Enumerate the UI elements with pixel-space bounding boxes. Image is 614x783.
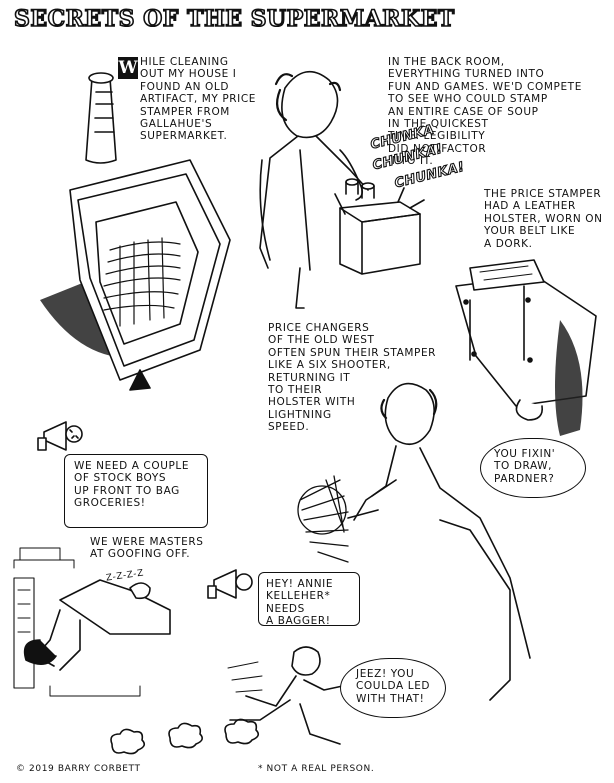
pardner-speech-text: YOU FIXIN' TO DRAW, PARDNER? bbox=[494, 448, 556, 485]
back-room-caption: IN THE BACK ROOM, EVERYTHING TURNED INTO… bbox=[388, 56, 582, 168]
goofing-off-caption: WE WERE MASTERS AT GOOFING OFF. bbox=[90, 536, 204, 561]
footnote: * NOT A REAL PERSON. bbox=[258, 764, 375, 774]
intercom-announcement-box bbox=[64, 454, 208, 528]
intercom-speaker-icon-2 bbox=[207, 569, 253, 599]
dropcap-w: W bbox=[118, 57, 138, 79]
intercom-announcement-text: WE NEED A COUPLE OF STOCK BOYS UP FRONT … bbox=[74, 460, 190, 510]
old-west-caption: PRICE CHANGERS OF THE OLD WEST OFTEN SPU… bbox=[268, 322, 437, 434]
holster-caption: THE PRICE STAMPER HAD A LEATHER HOLSTER,… bbox=[484, 188, 603, 250]
jeez-speech-bubble bbox=[340, 658, 446, 718]
bagger-announcement-box bbox=[258, 572, 360, 626]
jeez-speech-text: JEEZ! YOU COULDA LED WITH THAT! bbox=[356, 668, 431, 705]
pardner-speech-bubble bbox=[480, 438, 586, 498]
copyright-credit: © 2019 BARRY CORBETT bbox=[16, 764, 141, 774]
leather-holster-illustration bbox=[455, 259, 597, 436]
back-room-stamping-illustration bbox=[259, 70, 425, 309]
bagger-announcement-text: HEY! ANNIE KELLEHER* NEEDS A BAGGER! bbox=[266, 578, 334, 628]
price-stamper-illustration bbox=[40, 72, 231, 391]
running-stock-boy-illustration bbox=[110, 646, 353, 755]
comic-title: Secrets of the Supermarket bbox=[13, 5, 455, 33]
intercom-speaker-icon bbox=[37, 421, 83, 451]
sleeping-stock-boys-illustration bbox=[13, 547, 171, 697]
intro-caption: HILE CLEANING OUT MY HOUSE I FOUND AN OL… bbox=[140, 56, 257, 143]
gunslinger-stock-boy-illustration bbox=[297, 382, 531, 701]
